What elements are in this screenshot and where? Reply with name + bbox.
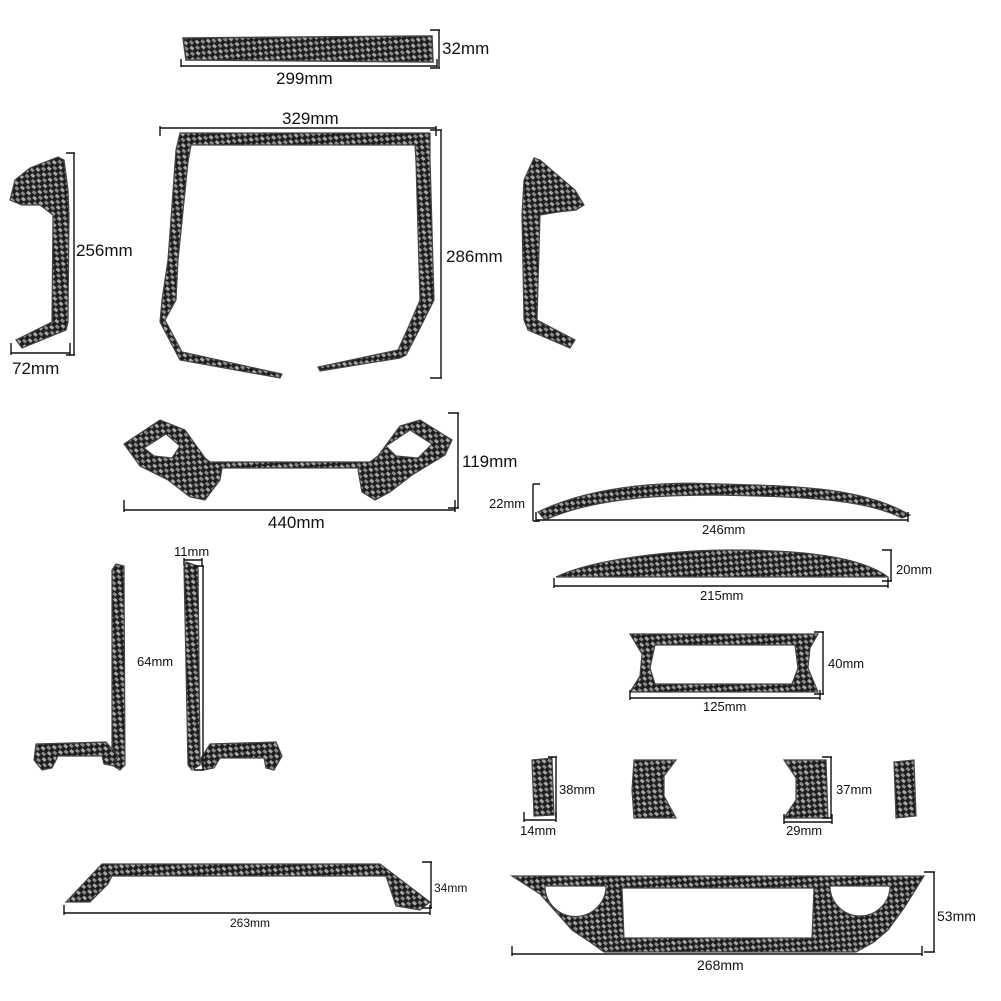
part-screen-frame [628, 631, 824, 700]
vertical-trim-left-shape [111, 563, 126, 771]
lens-strip-dimension-lines [553, 549, 892, 588]
center-frame-dimension-lines [159, 126, 442, 379]
part-small-tab-left [523, 756, 678, 822]
part-vertical-trims [33, 558, 283, 771]
center-frame-height-label: 286mm [446, 247, 503, 266]
small-tab-right-dimension-lines [783, 756, 833, 824]
arc-strip-height-label: 22mm [489, 496, 526, 511]
part-lens-strip [553, 549, 892, 588]
vertical-trim-right-shape [183, 561, 201, 771]
vertical-trims-width-label: 11mm [174, 544, 210, 559]
top-strip-shape [182, 35, 434, 63]
small-tab-right-b [893, 759, 917, 819]
left-pillar-dimension-lines [10, 152, 75, 356]
left-pillar-width-label: 72mm [12, 359, 60, 378]
small-tab-left-a [531, 757, 555, 817]
top-strip-height-label: 32mm [442, 39, 490, 58]
arc-strip-shape [537, 482, 912, 521]
bottom-right-frame-dimension-lines [511, 871, 935, 956]
small-tab-left-dimension-lines [523, 756, 557, 822]
small-tab-left-width-label: 14mm [520, 823, 557, 838]
part-top-strip [180, 29, 440, 69]
lens-strip-shape [555, 549, 890, 578]
small-tab-left-height-label: 38mm [559, 782, 596, 797]
bottom-left-frame-width-label: 263mm [230, 916, 271, 930]
center-frame-width-label: 329mm [282, 109, 339, 128]
part-small-tab-right [782, 756, 917, 824]
vent-panel-dimension-lines [123, 412, 459, 512]
part-bottom-left-frame [63, 861, 432, 915]
part-right-pillar [521, 157, 585, 349]
bracket-right-shape [199, 741, 283, 771]
left-pillar-height-label: 256mm [76, 241, 133, 260]
small-tab-right-width-label: 29mm [786, 823, 823, 838]
bottom-right-frame-height-label: 53mm [937, 908, 976, 924]
vertical-trims-dimension-lines [183, 558, 204, 771]
part-center-frame [159, 126, 442, 379]
vent-panel-height-label: 119mm [462, 452, 518, 471]
top-strip-dimension-lines [180, 29, 440, 69]
arc-strip-width-label: 246mm [702, 522, 746, 537]
center-frame-shape [159, 132, 435, 379]
screen-frame-height-label: 40mm [828, 656, 865, 671]
arc-strip-dimension-lines [532, 483, 909, 522]
screen-frame-width-label: 125mm [703, 699, 747, 714]
screen-frame-shape [628, 633, 820, 693]
vertical-trims-height-label: 64mm [137, 654, 174, 669]
part-bottom-right-frame [509, 871, 935, 956]
screen-frame-dimension-lines [629, 631, 824, 700]
vent-panel-shape [123, 419, 453, 501]
left-pillar-shape [9, 156, 70, 349]
bottom-left-frame-dimension-lines [63, 861, 432, 915]
lens-strip-height-label: 20mm [896, 562, 933, 577]
bottom-left-frame-shape [64, 863, 431, 911]
bottom-right-frame-shape [509, 875, 926, 953]
small-tab-right-a [782, 759, 829, 819]
bottom-left-frame-height-label: 34mm [434, 881, 468, 895]
bottom-right-frame-width-label: 268mm [697, 957, 744, 973]
vent-panel-width-label: 440mm [268, 513, 325, 532]
part-arc-strip [532, 482, 912, 522]
top-strip-width-label: 299mm [276, 69, 333, 88]
right-pillar-shape [521, 157, 585, 349]
part-vent-panel [123, 412, 459, 512]
bracket-left-shape [33, 741, 119, 771]
small-tab-right-height-label: 37mm [836, 782, 873, 797]
small-tab-left-b [631, 759, 678, 819]
part-left-pillar [9, 152, 75, 356]
lens-strip-width-label: 215mm [700, 588, 744, 603]
